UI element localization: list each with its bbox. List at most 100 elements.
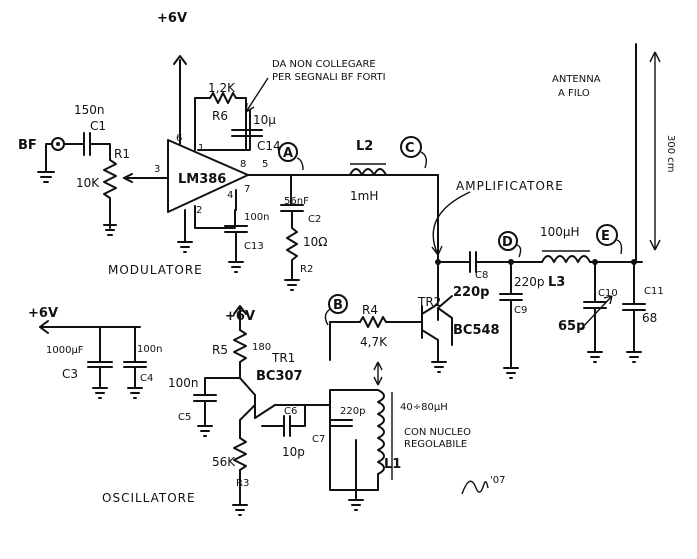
r3-value: 56K <box>212 455 236 469</box>
test-point-e <box>596 224 623 255</box>
c5-value: 100n <box>168 376 199 390</box>
lm386-amplifier <box>149 55 439 253</box>
vcc-left-label: +6V <box>28 306 58 321</box>
capacitor-c1 <box>83 132 111 161</box>
capacitor-c10 <box>579 259 613 363</box>
l3-name: L3 <box>548 275 565 290</box>
l2-value: 1mH <box>350 189 378 203</box>
c2-name: C2 <box>308 214 321 225</box>
test-point-a <box>278 142 304 171</box>
inductor-l1 <box>348 361 393 511</box>
test-point-d <box>498 231 522 258</box>
r6-name: R6 <box>212 109 228 123</box>
amplifier-wiring <box>435 174 459 346</box>
power-supply <box>39 320 147 399</box>
bf-note-line2: PER SEGNALI BF FORTI <box>272 72 386 83</box>
resistor-r1 <box>103 159 151 236</box>
c10-value: 65p <box>558 319 585 334</box>
amplifier-label: AMPLIFICATORE <box>456 179 564 193</box>
oscillator-label: OSCILLATORE <box>102 491 196 505</box>
c9-value: 220p <box>514 275 545 289</box>
bf-input-connector <box>45 137 85 173</box>
tr1-name: TR1 <box>271 351 295 365</box>
c14-value: 10µ <box>253 113 276 127</box>
lm386-pin2: 2 <box>196 205 202 216</box>
signature-year: '07 <box>490 475 505 486</box>
c1-name: C1 <box>90 119 106 133</box>
r3-name: R3 <box>236 478 249 489</box>
c3-value: 1000µF <box>46 345 84 356</box>
lm386-label: LM386 <box>178 172 226 187</box>
capacitor-c5 <box>193 394 217 437</box>
c5-name: C5 <box>178 412 191 423</box>
resistor-r3 <box>232 437 248 516</box>
lm386-pin6: 6 <box>176 133 182 144</box>
ground-symbol <box>37 171 55 183</box>
test-point-a-label: A <box>283 146 293 161</box>
r5-value: 180 <box>252 342 271 353</box>
test-point-c-label: C <box>405 141 415 156</box>
transistor-tr2 <box>407 303 447 373</box>
modulator-label: MODULATORE <box>108 263 203 277</box>
antenna-line1: ANTENNA <box>552 74 601 85</box>
c3-name: C3 <box>62 367 78 381</box>
antenna-line2: A FILO <box>558 88 590 99</box>
bf-input-label: BF <box>18 138 37 153</box>
c6-name: C6 <box>284 406 297 417</box>
resistor-r6 <box>209 92 237 104</box>
l1-value: 40÷80µH <box>400 402 448 413</box>
test-point-c <box>400 136 428 169</box>
c13-name: C13 <box>244 241 264 252</box>
c7-name: C7 <box>312 434 325 445</box>
l3-value: 100µH <box>540 225 580 239</box>
vcc-top-label: +6V <box>157 11 187 26</box>
l1-note1: CON NUCLEO <box>404 427 471 438</box>
c9-name: C9 <box>514 305 527 316</box>
tr2-name: TR2 <box>417 295 441 309</box>
capacitor-c13 <box>224 209 248 273</box>
r4-name: R4 <box>362 303 378 317</box>
r6-value: 1,2K <box>208 81 236 95</box>
lm386-pin5: 5 <box>262 159 268 170</box>
resistor-r2 <box>284 227 300 291</box>
resistor-r4 <box>359 316 409 328</box>
l1-note2: REGOLABILE <box>404 439 467 450</box>
lm386-pin8: 8 <box>240 159 246 170</box>
capacitor-c8 <box>457 251 543 273</box>
lm386-pin7: 7 <box>244 184 250 195</box>
signature-mark <box>461 480 489 495</box>
c10-name: C10 <box>598 288 618 299</box>
c11-name: C11 <box>644 286 664 297</box>
r4-value: 4,7K <box>360 335 388 349</box>
vcc-osc-label: +6V <box>225 309 255 324</box>
antenna-length: 300 cm <box>665 135 676 173</box>
inductor-l3 <box>541 250 643 263</box>
test-point-d-label: D <box>502 235 513 250</box>
lm386-pin4: 4 <box>227 190 233 201</box>
c13-value: 100n <box>244 212 269 223</box>
capacitor-c6 <box>261 404 306 437</box>
tr2-value: BC548 <box>453 323 500 338</box>
oscillator-wiring <box>204 305 379 491</box>
l2-name: L2 <box>356 139 373 154</box>
note-arrow <box>245 77 269 113</box>
c4-value: 100n <box>137 344 162 355</box>
r2-value: 10Ω <box>303 235 327 249</box>
c2-value: 56nF <box>284 196 309 207</box>
c11-value: 68 <box>642 311 657 325</box>
capacitor-c7 <box>329 419 353 427</box>
inductor-l2 <box>349 163 387 176</box>
amplifier-arrow <box>431 191 471 256</box>
lm386-pin1: 1 <box>198 143 204 154</box>
r1-value: 10K <box>76 176 100 190</box>
capacitor-c2 <box>280 174 304 229</box>
capacitor-c9 <box>499 259 523 379</box>
r1-name: R1 <box>114 147 130 161</box>
c6-value: 10p <box>282 445 305 459</box>
lm386-pin3: 3 <box>154 164 160 175</box>
capacitor-c14 <box>231 109 263 137</box>
r5-name: R5 <box>212 343 228 357</box>
antenna-wire <box>635 43 661 263</box>
